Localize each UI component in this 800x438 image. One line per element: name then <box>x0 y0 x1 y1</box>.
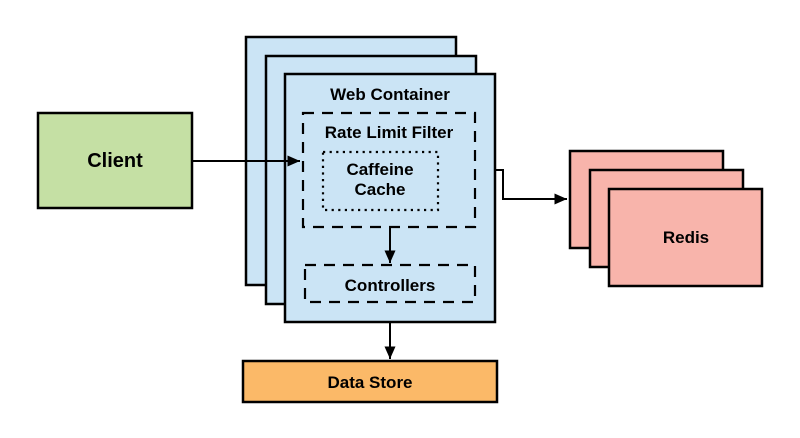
web-container-box <box>283 72 497 324</box>
caffeine-cache-label-line2: Cache <box>354 180 405 199</box>
web-container-label: Web Container <box>330 85 450 104</box>
rate-limit-filter-label: Rate Limit Filter <box>325 123 454 142</box>
client-label: Client <box>87 150 143 172</box>
caffeine-cache-label-line1: Caffeine <box>346 160 413 179</box>
controllers-label: Controllers <box>345 276 436 295</box>
caffeine-cache-box <box>321 150 440 212</box>
redis-label: Redis <box>663 228 709 247</box>
controllers-box <box>303 263 477 304</box>
arrow-web-container-to-redis <box>495 169 567 205</box>
data-store-box <box>241 359 499 404</box>
redis-box <box>607 187 764 288</box>
data-store-label: Data Store <box>327 373 412 392</box>
